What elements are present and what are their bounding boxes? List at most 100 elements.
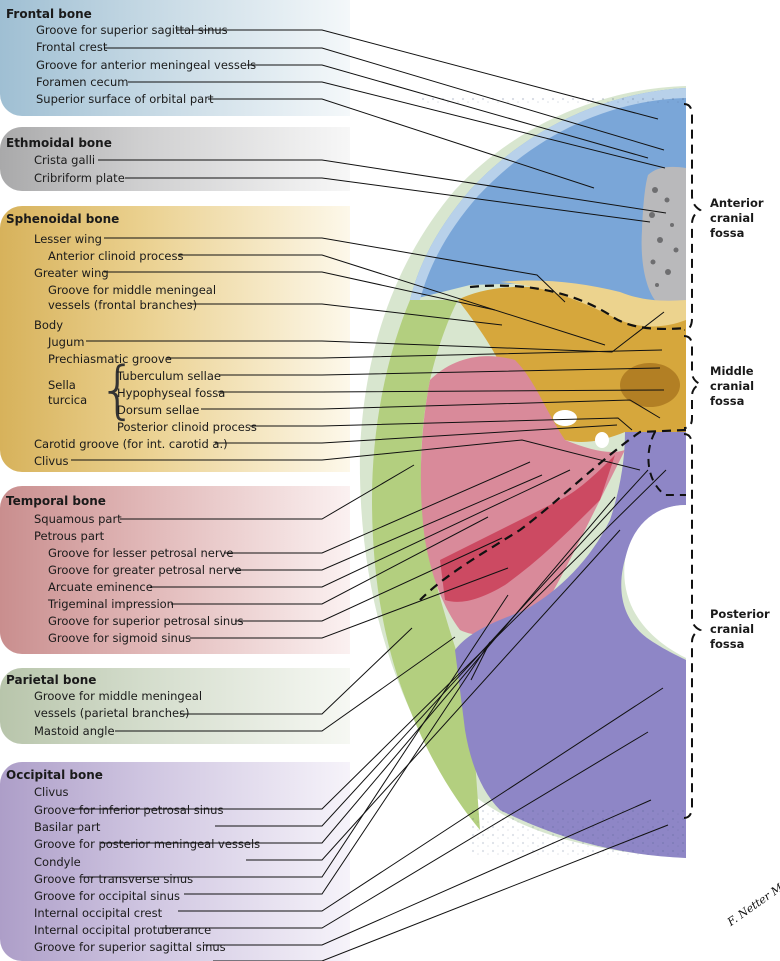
label-greater-wing: Greater wing: [34, 266, 109, 280]
panel-background: [0, 0, 350, 116]
leader-line: [190, 567, 509, 639]
leader-line: [203, 799, 652, 946]
leader-line: [98, 159, 667, 214]
label-hypophyseal-fossa: Hypophyseal fossa: [117, 386, 226, 400]
label-groove-sigmoid: Groove for sigmoid sinus: [48, 631, 192, 645]
label-arcuate-eminence: Arcuate eminence: [48, 580, 153, 594]
leader-line: [104, 271, 496, 311]
frontal-bone-region: [410, 88, 686, 320]
sphenoid-lesser-wing: [500, 280, 686, 327]
label-foramen-cecum: Foramen cecum: [36, 75, 129, 89]
anterior-cranial-fossa-label: Anterior cranial fossa: [710, 196, 764, 240]
cribriform-holes: [649, 187, 679, 287]
label-anterior-clinoid: Anterior clinoid process: [48, 249, 184, 263]
ethmoid-region: [641, 166, 686, 304]
foramen-ovale: [595, 432, 609, 448]
clivus-outline: [647, 431, 686, 496]
label-groove-greater-petrosal: Groove for greater petrosal nerve: [48, 563, 242, 577]
leader-line: [215, 469, 649, 827]
label-groove-anterior-meningeal: Groove for anterior meningeal vessels: [36, 58, 257, 72]
leader-line: [190, 303, 503, 326]
leader-lines: [71, 29, 669, 961]
label-groove-transverse: Groove for transverse sinus: [34, 872, 194, 886]
posterior-fossa-bracket: [683, 433, 703, 819]
leader-line: [125, 177, 651, 223]
diploe-texture: [420, 95, 686, 105]
panel-background: [0, 206, 350, 472]
leader-line: [250, 417, 633, 431]
leader-line: [184, 641, 491, 895]
leader-line: [160, 731, 649, 929]
posterior-cranial-fossa-label: Posterior cranial fossa: [710, 607, 770, 651]
leader-line: [246, 529, 621, 861]
frontal-rim: [410, 88, 686, 300]
label-posterior-clinoid: Posterior clinoid process: [117, 420, 257, 434]
label-crista-galli: Crista galli: [34, 153, 96, 167]
leader-line: [219, 367, 661, 376]
label-squamous-part: Squamous part: [34, 512, 122, 526]
leader-line: [82, 594, 509, 878]
label-clivus-occipital: Clivus: [34, 785, 69, 799]
label-frontal-crest: Frontal crest: [36, 40, 108, 54]
leader-line: [104, 237, 566, 303]
leader-line: [178, 254, 606, 346]
hypophyseal-fossa: [620, 363, 680, 407]
leader-line: [167, 349, 663, 359]
leader-line: [178, 687, 664, 912]
label-groove-middle-meningeal-parietal-1: Groove for middle meningeal: [34, 689, 203, 703]
leader-line: [86, 311, 665, 353]
leader-line: [71, 439, 641, 471]
label-clivus-sphenoid: Clivus: [34, 454, 69, 468]
label-groove-middle-meningeal-2: vessels (frontal branches): [48, 298, 198, 312]
leader-line: [115, 636, 456, 732]
leader-line: [176, 29, 659, 120]
group-title: Parietal bone: [6, 673, 97, 687]
label-groove-superior-sagittal-sinus: Groove for superior sagittal sinus: [36, 23, 228, 37]
petrous-ridge: [440, 455, 615, 602]
anterior-fossa-bracket: [683, 103, 702, 331]
temporal-bone-panel: Temporal bone Squamous part Petrous part…: [0, 486, 350, 654]
label-dorsum-sellae: Dorsum sellae: [117, 403, 200, 417]
label-body: Body: [34, 318, 64, 332]
leader-line: [213, 824, 669, 961]
leader-line: [101, 496, 616, 844]
frontal-bone-panel: Frontal bone Groove for superior sagitta…: [0, 0, 350, 116]
anterior-middle-divider: [469, 284, 687, 331]
occipital-diploe: [470, 810, 686, 858]
label-orbital-surface: Superior surface of orbital part: [36, 92, 214, 106]
label-cribriform-plate: Cribriform plate: [34, 171, 125, 185]
leader-line: [215, 424, 618, 444]
leader-line: [224, 461, 531, 554]
label-carotid-groove: Carotid groove (for int. carotid a.): [34, 437, 228, 451]
label-groove-lesser-petrosal: Groove for lesser petrosal nerve: [48, 546, 234, 560]
middle-posterior-divider: [419, 428, 687, 601]
group-title: Temporal bone: [6, 494, 106, 508]
label-sella-turcica: Sella turcica: [48, 378, 88, 407]
leader-line: [150, 469, 571, 588]
foramen-rotundum: [553, 410, 577, 426]
leader-line: [230, 474, 543, 571]
label-mastoid-angle: Mastoid angle: [34, 724, 115, 738]
leader-line: [128, 81, 666, 169]
label-groove-middle-meningeal-1: Groove for middle meningeal: [48, 283, 217, 297]
label-prechiasmatic-groove: Prechiasmatic groove: [48, 352, 172, 366]
leader-line: [208, 98, 595, 189]
label-internal-occipital-protuberance: Internal occipital protuberance: [34, 923, 212, 937]
sphenoidal-bone-panel: Sphenoidal bone Lesser wing Anterior cli…: [0, 206, 350, 472]
label-internal-occipital-crest: Internal occipital crest: [34, 906, 163, 920]
label-groove-superior-sagittal-occipital: Groove for superior sagittal sinus: [34, 940, 226, 954]
leader-line: [235, 537, 503, 622]
label-groove-inferior-petrosal: Groove for inferior petrosal sinus: [34, 803, 224, 817]
leader-line: [201, 399, 661, 419]
group-title: Sphenoidal bone: [6, 212, 120, 226]
group-title: Occipital bone: [6, 768, 103, 782]
label-trigeminal-impression: Trigeminal impression: [48, 597, 174, 611]
occipital-bone-region: [455, 432, 686, 858]
leader-line: [171, 516, 489, 605]
leader-line: [72, 469, 667, 810]
leader-line: [120, 464, 415, 520]
ethmoidal-bone-panel: Ethmoidal bone Crista galli Cribriform p…: [0, 127, 350, 191]
fossa-brackets: [683, 103, 703, 819]
label-groove-posterior-meningeal: Groove for posterior meningeal vessels: [34, 837, 261, 851]
middle-fossa-bracket: [683, 335, 703, 429]
